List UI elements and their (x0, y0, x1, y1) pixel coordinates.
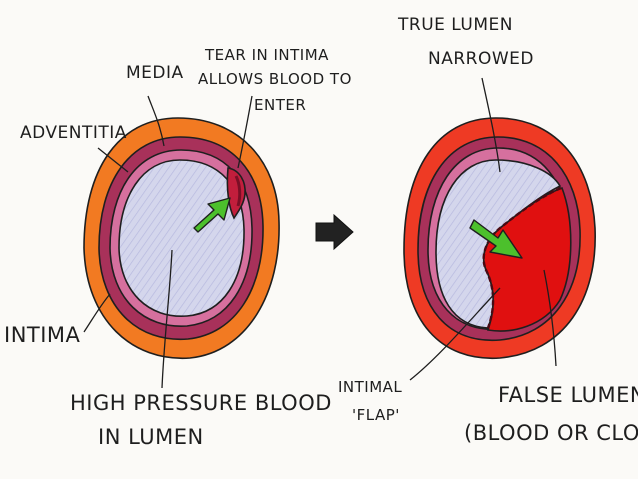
label-tear-line2: ALLOWS BLOOD TO (198, 70, 352, 88)
label-true-lumen-line2: NARROWED (428, 49, 534, 69)
label-intima: INTIMA (4, 323, 81, 347)
label-true-lumen-line1: TRUE LUMEN (397, 15, 513, 35)
progression-arrow-icon (315, 213, 354, 251)
label-tear-line1: TEAR IN INTIMA (204, 46, 329, 64)
blood-flow-arrow-icon (469, 219, 523, 259)
leader-lines (83, 77, 557, 389)
label-adventitia: ADVENTITIA (20, 123, 127, 143)
label-pressure-line2: IN LUMEN (98, 425, 204, 449)
label-flap-line2: 'FLAP' (352, 406, 400, 424)
label-false-lumen-line2: (BLOOD OR CLOT) (464, 421, 638, 445)
label-tear-line3: ENTER (254, 96, 306, 114)
label-pressure-line1: HIGH PRESSURE BLOOD (70, 391, 332, 415)
intimal-tear (226, 167, 246, 220)
label-flap-line1: INTIMAL (338, 378, 402, 396)
label-media: MEDIA (126, 63, 184, 83)
label-false-lumen-line1: FALSE LUMEN (498, 383, 638, 407)
normal-artery (83, 117, 280, 359)
blood-entry-arrow-icon (193, 197, 231, 233)
dissected-artery (403, 117, 596, 359)
lumen (118, 159, 245, 317)
